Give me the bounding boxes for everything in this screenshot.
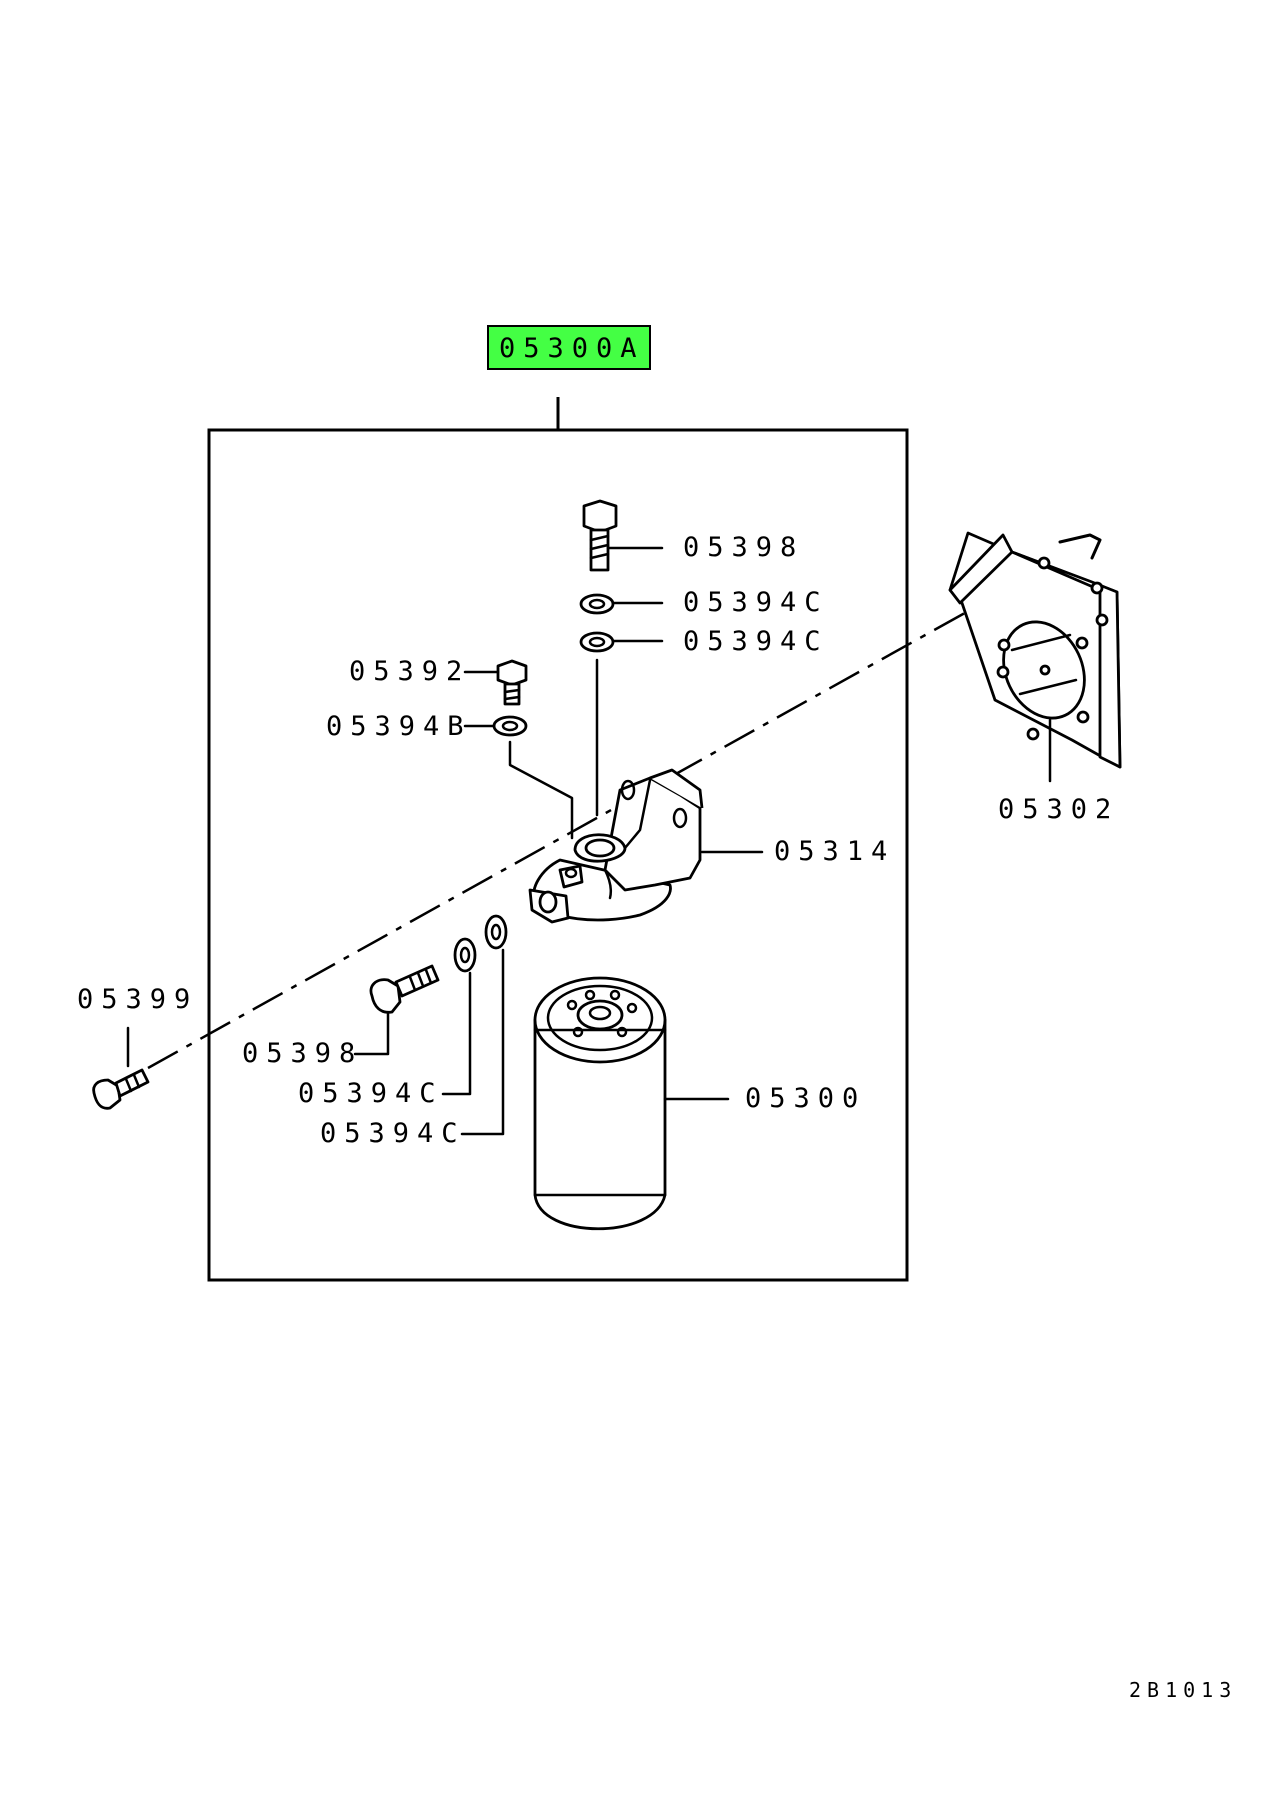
bolt-05399	[92, 1068, 150, 1110]
callout-05394c-low1[interactable]: 05394C	[298, 1078, 444, 1109]
washer-05394c-low1	[453, 937, 477, 973]
filter-cartridge-05300	[533, 976, 667, 1231]
washer-05394c-top1	[579, 593, 615, 615]
callout-05394c-low2[interactable]: 05394C	[320, 1118, 466, 1149]
washer-05394b	[492, 715, 528, 737]
bolt-05398-top	[582, 499, 618, 572]
callout-05399[interactable]: 05399	[77, 984, 199, 1015]
washer-05394c-top2	[579, 631, 615, 653]
washer-05394c-low2	[484, 914, 508, 950]
callout-05394b[interactable]: 05394B	[326, 711, 472, 742]
bolt-05392	[496, 659, 528, 706]
leader-05394c-low1	[441, 971, 472, 1096]
filter-head-05314	[528, 768, 704, 924]
assembly-label-05300a[interactable]: 05300A	[487, 325, 651, 370]
leader-05394c-low2	[460, 948, 505, 1136]
callout-05314[interactable]: 05314	[774, 836, 896, 867]
callout-05398-top[interactable]: 05398	[683, 532, 805, 563]
callout-05392[interactable]: 05392	[349, 656, 471, 687]
mounting-axis-line	[147, 568, 1043, 1070]
callout-05300[interactable]: 05300	[745, 1083, 867, 1114]
drawing-code: 2B1013	[1129, 1678, 1238, 1702]
callout-05398-side[interactable]: 05398	[242, 1038, 364, 1069]
callout-05302[interactable]: 05302	[998, 794, 1120, 825]
callout-05394c-top2[interactable]: 05394C	[683, 626, 829, 657]
bolt-05398-side	[369, 964, 440, 1014]
bracket-plate-05302	[948, 531, 1122, 769]
callout-05394c-top1[interactable]: 05394C	[683, 587, 829, 618]
leader-05398-side	[353, 1012, 390, 1056]
